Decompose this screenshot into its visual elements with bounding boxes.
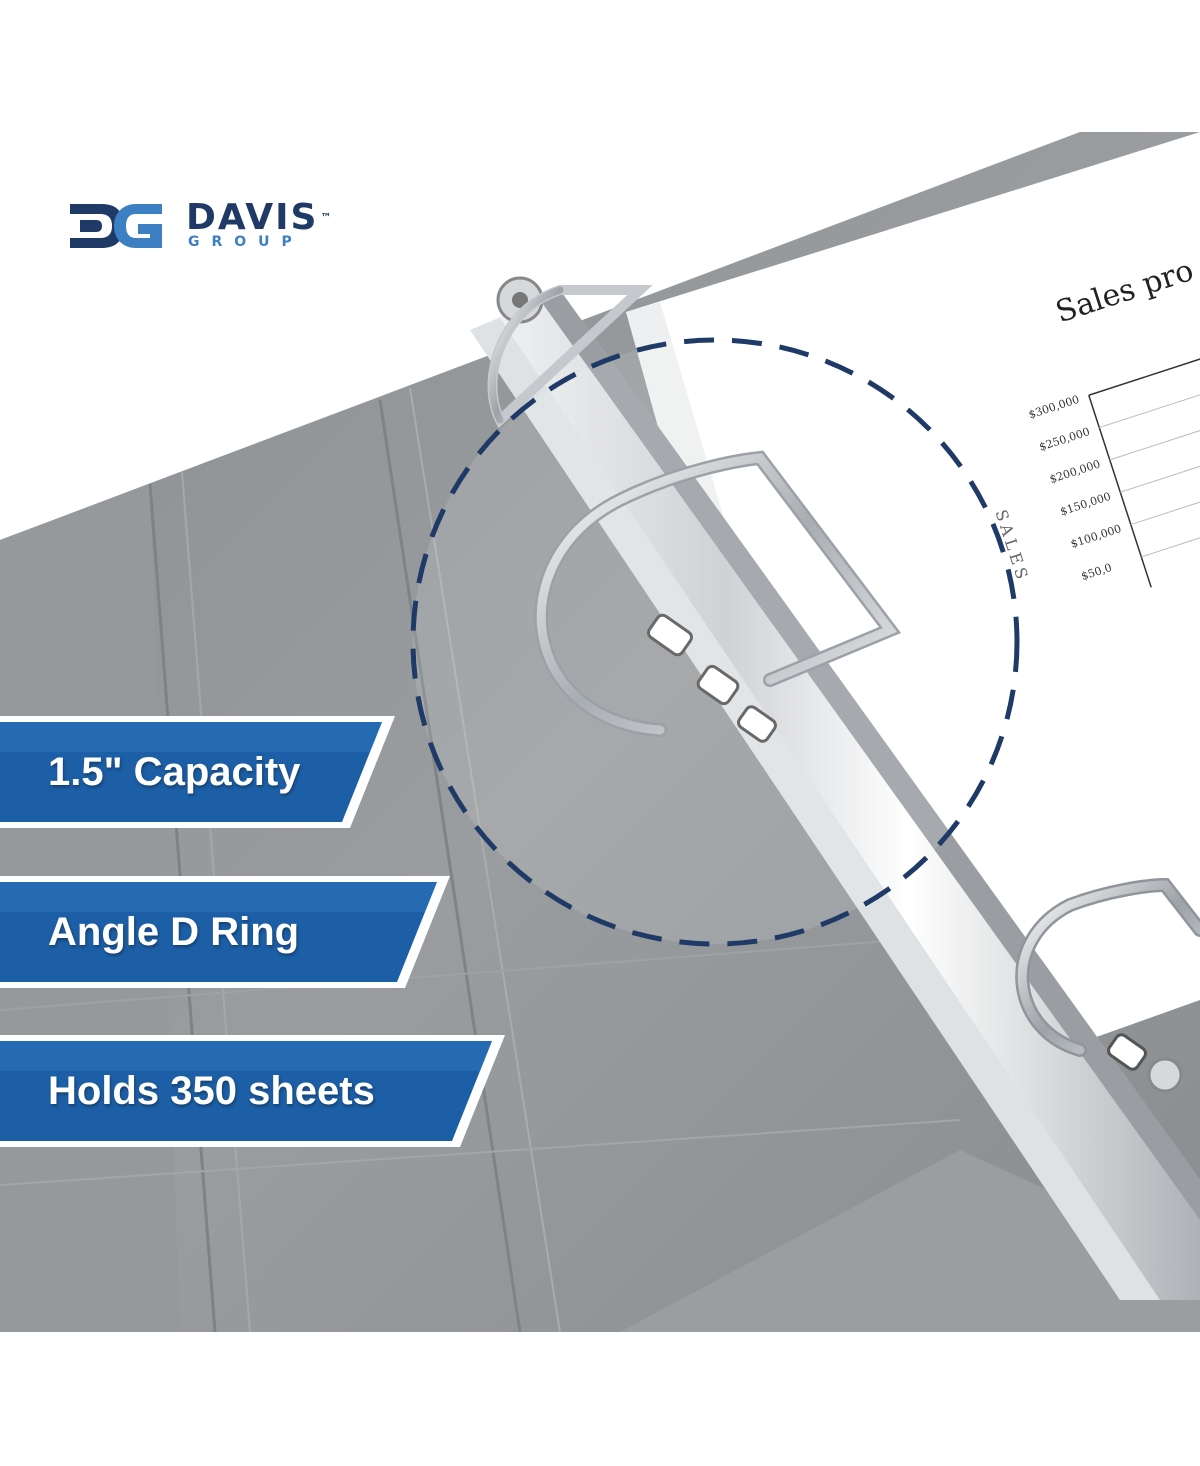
- d-ring-top: [487, 285, 653, 429]
- dashed-callout-circle: [410, 337, 1020, 947]
- trademark-symbol: ™: [320, 211, 332, 224]
- dg-logo-icon: [70, 204, 162, 248]
- feature-label: Holds 350 sheets: [48, 1069, 375, 1113]
- ring-mechanism: [470, 276, 1200, 1300]
- feature-label: 1.5" Capacity: [48, 750, 301, 794]
- brand-subtitle: GROUP: [188, 234, 304, 250]
- banner-shape: [0, 1035, 505, 1147]
- d-ring-bottom: [1015, 877, 1200, 1057]
- banner-shape: [0, 876, 450, 988]
- feature-banner-ring: Angle D Ring: [0, 876, 450, 988]
- d-ring-middle: [534, 450, 902, 737]
- bottom-background: [0, 1332, 1200, 1466]
- feature-banner-capacity: 1.5" Capacity: [0, 716, 395, 828]
- feature-label: Angle D Ring: [48, 910, 300, 954]
- banner-shape: [0, 716, 395, 828]
- feature-banner-sheets: Holds 350 sheets: [0, 1035, 505, 1147]
